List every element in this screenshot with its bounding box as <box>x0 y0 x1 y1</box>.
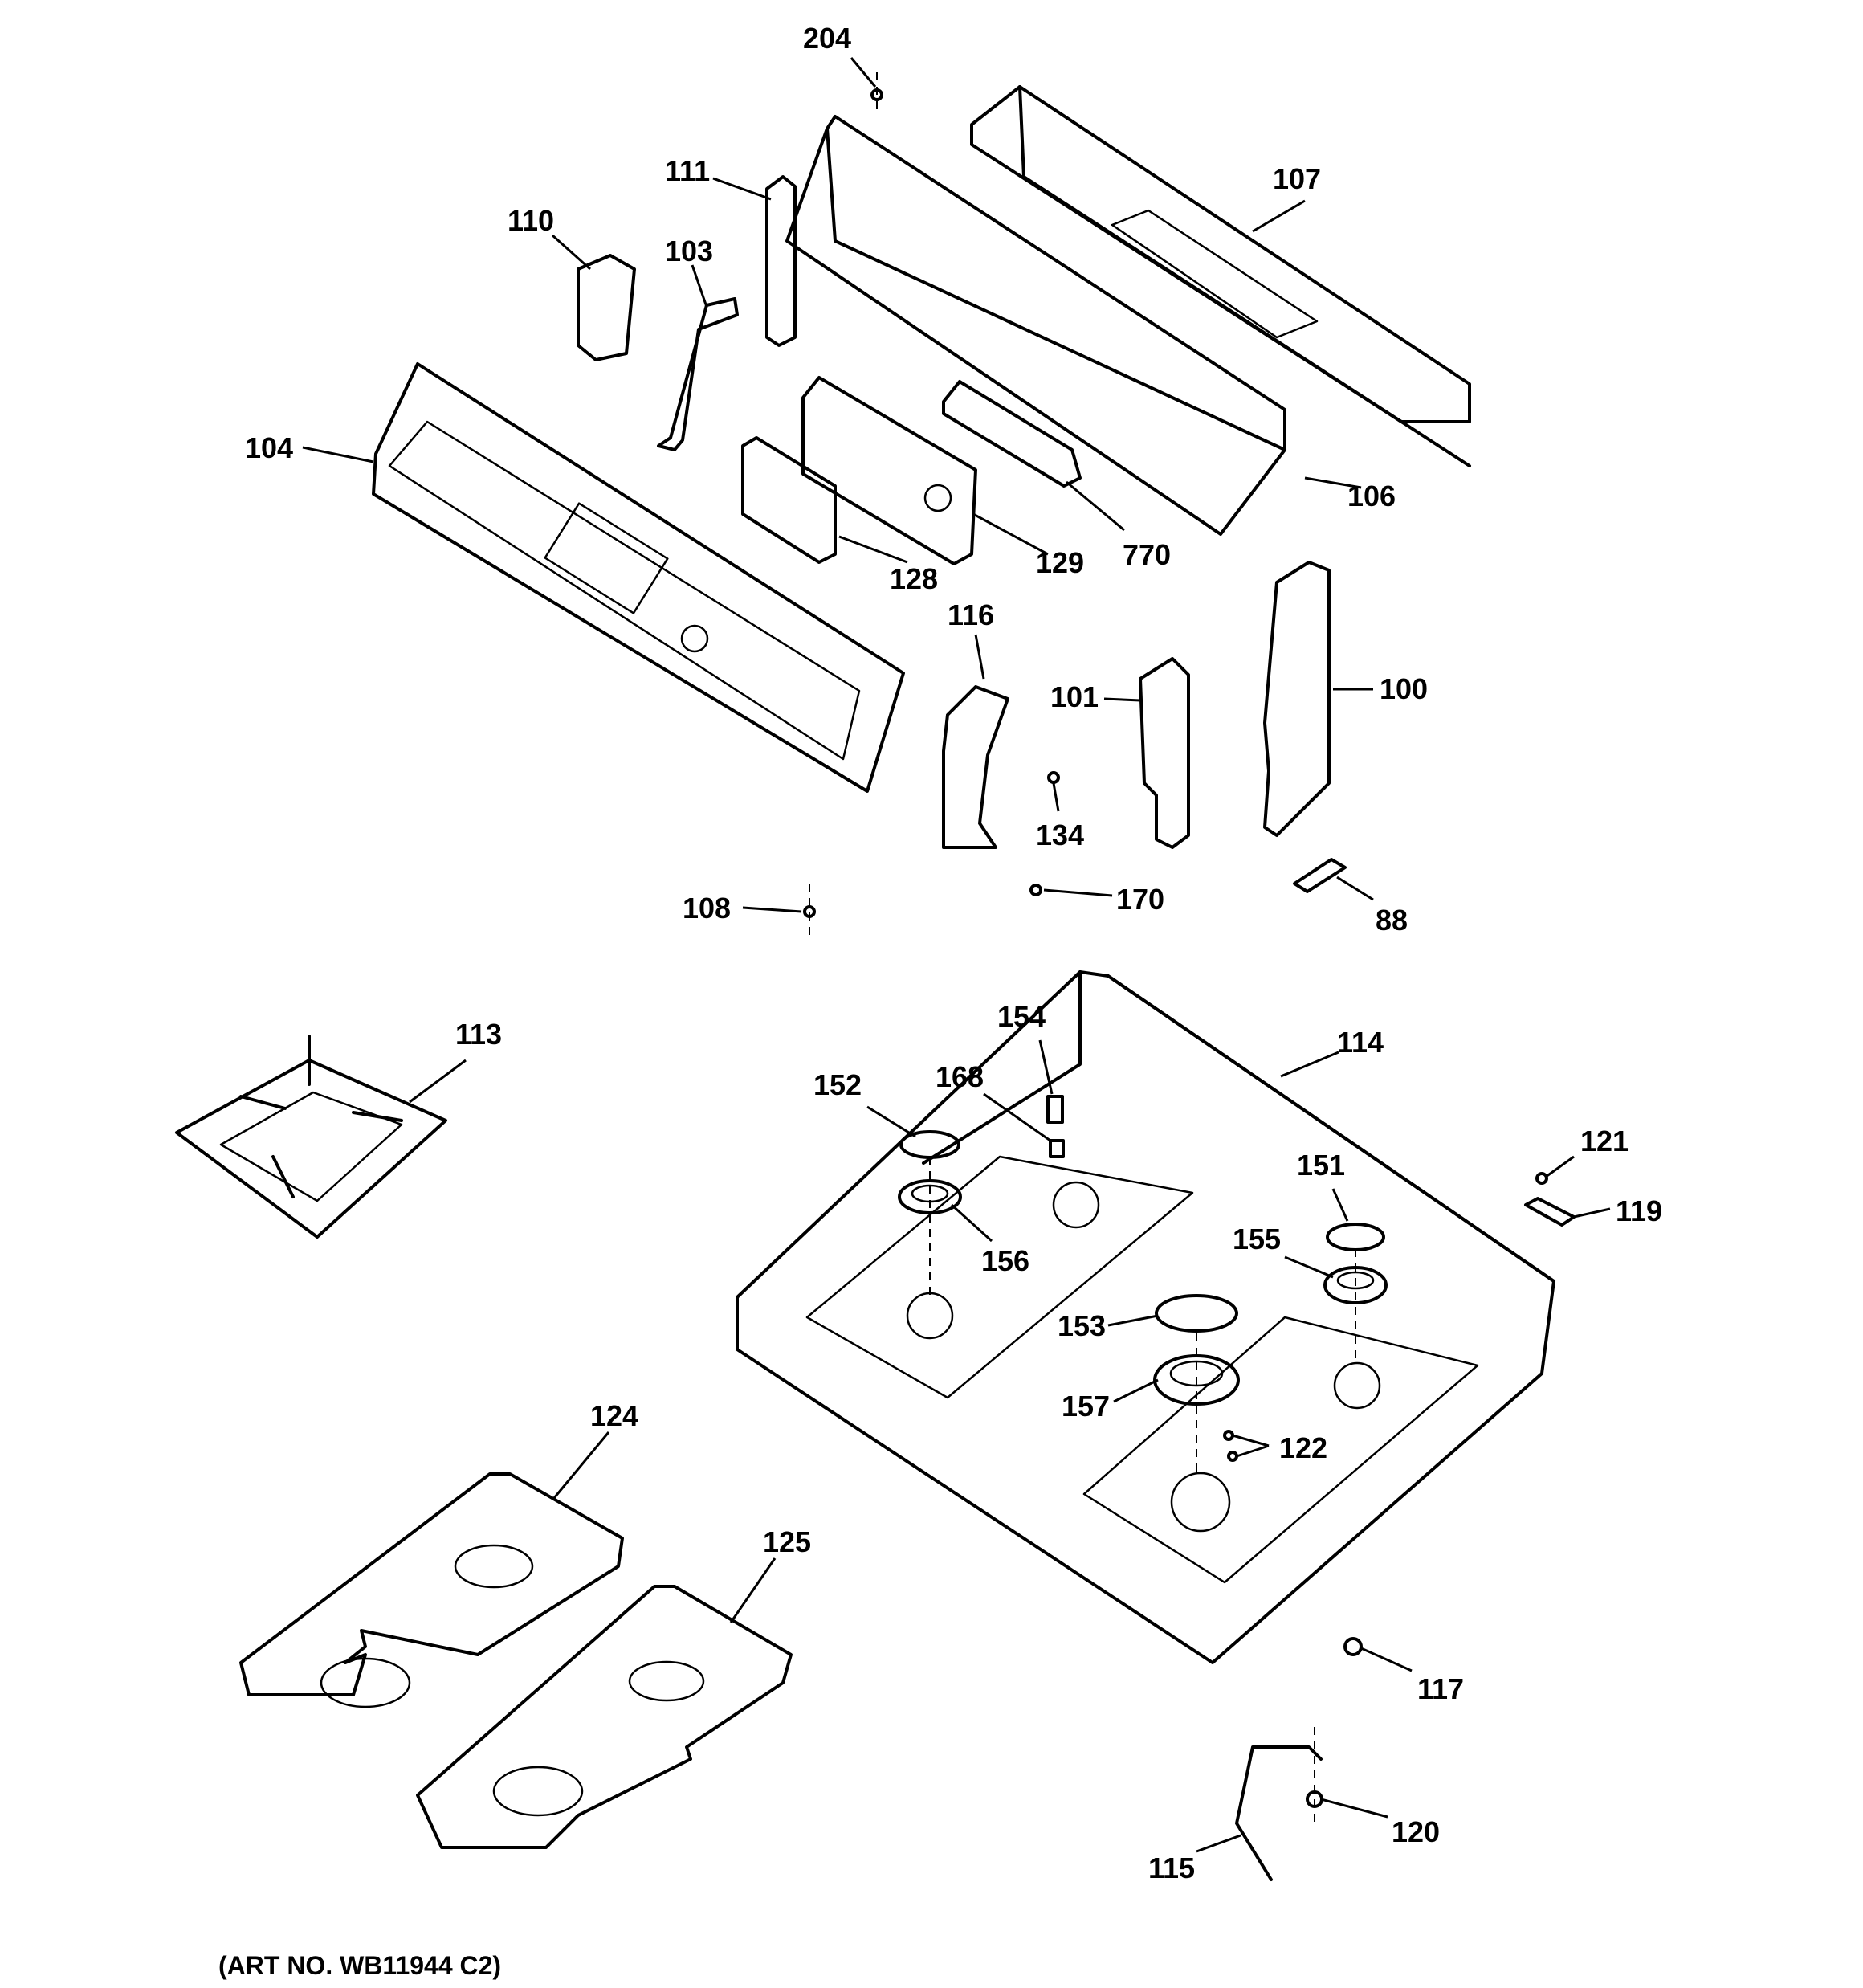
label-119: 119 <box>1616 1194 1662 1227</box>
part-134-screw <box>1047 771 1060 784</box>
part-100-side-panel <box>1263 561 1331 837</box>
part-119-bracket <box>1524 1197 1576 1227</box>
label-117: 117 <box>1417 1672 1464 1705</box>
label-122: 122 <box>1279 1431 1327 1464</box>
art-number: (ART NO. WB11944 C2) <box>218 1951 501 1980</box>
leader-lines <box>302 57 1611 1853</box>
part-128-overlay <box>741 436 837 564</box>
label-113: 113 <box>455 1018 502 1051</box>
part-104-control-panel <box>372 362 905 793</box>
assembly-lines <box>809 72 1356 1827</box>
label-114: 114 <box>1337 1026 1384 1059</box>
part-170-screw <box>1029 884 1042 896</box>
label-88: 88 <box>1376 904 1408 937</box>
part-106-panel <box>785 115 1286 536</box>
label-168: 168 <box>936 1060 984 1093</box>
part-88-strip <box>1293 858 1347 893</box>
part-168-orifice <box>1049 1139 1065 1158</box>
label-120: 120 <box>1392 1815 1440 1848</box>
part-121-screw <box>1535 1172 1548 1185</box>
label-108: 108 <box>683 892 731 925</box>
label-125: 125 <box>763 1525 811 1558</box>
label-128: 128 <box>890 562 938 595</box>
label-115: 115 <box>1148 1851 1195 1884</box>
label-156: 156 <box>981 1244 1029 1277</box>
label-104: 104 <box>245 431 293 464</box>
part-110-switch <box>577 254 636 361</box>
part-111-bracket <box>765 175 797 347</box>
label-101: 101 <box>1050 680 1099 713</box>
label-153: 153 <box>1058 1309 1106 1342</box>
part-113-grate <box>175 1035 447 1239</box>
label-204: 204 <box>803 22 851 55</box>
label-157: 157 <box>1062 1390 1110 1423</box>
label-100: 100 <box>1380 672 1428 705</box>
part-labels: 204 111 107 110 103 104 106 128 129 770 … <box>245 22 1662 1884</box>
label-121: 121 <box>1580 1125 1629 1157</box>
part-125-drip-pan <box>416 1585 793 1849</box>
part-107-panel <box>970 85 1471 467</box>
label-170: 170 <box>1116 883 1164 916</box>
label-129: 129 <box>1036 546 1084 579</box>
label-152: 152 <box>813 1068 862 1101</box>
label-134: 134 <box>1036 818 1084 851</box>
label-770: 770 <box>1123 538 1171 571</box>
label-111: 111 <box>665 154 710 187</box>
part-770-cover <box>942 380 1082 488</box>
label-103: 103 <box>665 235 713 267</box>
label-154: 154 <box>997 1000 1046 1033</box>
part-115-support-rod <box>1235 1745 1323 1881</box>
part-124-drip-pan <box>239 1472 624 1708</box>
label-107: 107 <box>1273 162 1321 195</box>
part-117-nut <box>1343 1637 1363 1656</box>
part-114-cooktop <box>736 970 1555 1664</box>
label-116: 116 <box>948 598 994 631</box>
label-151: 151 <box>1297 1149 1345 1182</box>
part-103-bracket <box>657 297 739 451</box>
part-129-control-board <box>801 376 977 565</box>
part-101-bracket <box>1139 657 1190 849</box>
part-116-endcap <box>942 685 1009 849</box>
label-106: 106 <box>1347 480 1396 512</box>
label-155: 155 <box>1233 1223 1281 1255</box>
part-151-cap <box>1326 1223 1385 1251</box>
label-124: 124 <box>590 1399 638 1432</box>
part-153-cap <box>1155 1294 1238 1333</box>
part-154-valve <box>1046 1095 1064 1124</box>
label-110: 110 <box>508 204 554 237</box>
